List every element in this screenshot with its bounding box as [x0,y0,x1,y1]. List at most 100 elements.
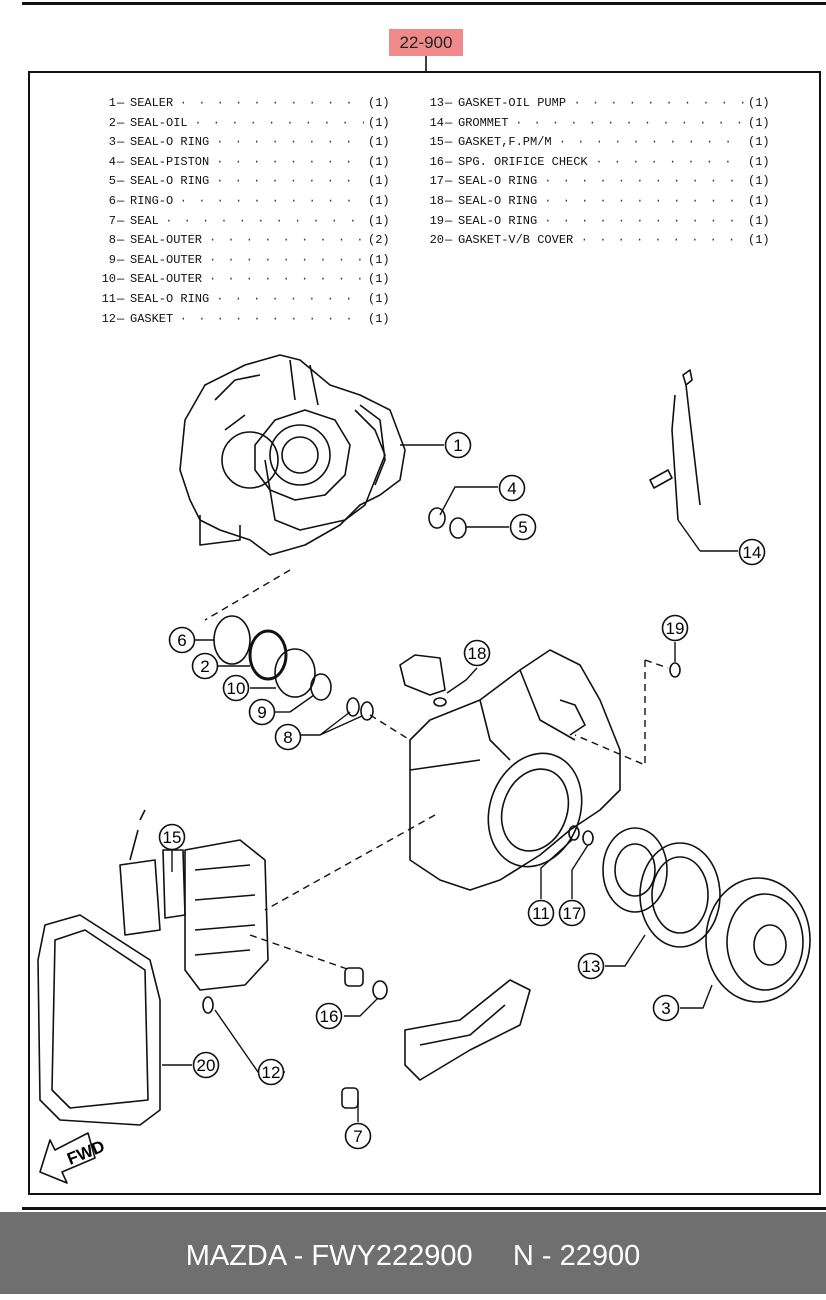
part-number: 16 [429,154,444,169]
leader-dots: · · · · · · · · · · · · · · · · · · · · … [209,233,364,248]
part-row: 10—SEAL-OUTER· · · · · · · · · · · · · ·… [90,271,395,287]
leader-dots: · · · · · · · · · · · · · · · · · · · · … [165,213,364,228]
transaxle-body-drawing [399,649,621,891]
part-number: 3 [108,135,116,150]
valve-body-drawing [119,809,269,991]
diagram-frame [28,71,821,1195]
part-name: SEAL-O RING [458,194,538,208]
part-quantity: (1) [368,194,390,208]
part-row: 20—GASKET-V/B COVER· · · · · · · · · · ·… [418,232,773,248]
seal-outer-9 [310,673,332,701]
part-quantity: (2) [368,233,390,248]
part-name: RING-O [130,194,174,208]
leader-dots: · · · · · · · · · · · · · · · · · · · · … [515,115,744,130]
part-quantity: (1) [748,154,770,169]
top-rule [22,2,826,5]
part-name: SEAL-PISTON [130,154,210,169]
leader-dots: · · · · · · · · · · · · · · · · · · · · … [209,272,364,287]
part-dash: — [117,311,125,326]
callout-number: 2 [200,657,209,676]
callout-number: 4 [507,479,516,498]
part-dash: — [445,154,453,169]
callout-number: 9 [257,703,266,722]
part-row: 8—SEAL-OUTER· · · · · · · · · · · · · · … [90,232,395,248]
part-dash: — [117,194,125,208]
part-name: SPG. ORIFICE CHECK [458,154,588,169]
footer-brand: MAZDA [185,1240,286,1272]
seal-7 [341,1087,359,1109]
callout-number: 20 [197,1056,216,1075]
part-number: 15 [429,135,444,150]
callout-number: 10 [227,679,246,698]
seal-outer-8a [346,697,360,717]
part-row: 3—SEAL-O RING· · · · · · · · · · · · · ·… [90,134,395,150]
fwd-arrow-icon [39,1132,96,1184]
part-number: 17 [429,174,444,189]
part-number: 12 [101,311,116,326]
seal-o-ring-11 [568,825,580,841]
leader-dots: · · · · · · · · · · · · · · · · · · · · … [544,194,744,208]
part-quantity: (1) [748,135,770,150]
part-quantity: (1) [748,233,770,248]
part-dash: — [445,194,453,208]
part-dash: — [117,272,125,287]
leader-dots: · · · · · · · · · · · · · · · · · · · · … [216,174,364,189]
callout-number: 12 [262,1063,281,1082]
diagram-code-badge: 22-900 [389,29,463,56]
part-dash: — [445,135,453,150]
callout-number: 15 [163,828,182,847]
seal-o-ring-17 [582,830,594,846]
callout-19: 19 [661,614,689,642]
leader-dots: · · · · · · · · · · · · · · · · · · · · … [179,311,364,326]
seal-outer-8b [360,701,374,721]
part-row: 11—SEAL-O RING· · · · · · · · · · · · · … [90,291,395,307]
parts-list-left: 1—SEALER· · · · · · · · · · · · · · · · … [90,95,395,335]
seal-piston-4 [428,507,446,529]
callout-number: 5 [518,518,527,537]
part-name: GASKET,F.PM/M [458,135,552,150]
part-quantity: (1) [368,154,390,169]
leader-dots: · · · · · · · · · · · · · · · · · · · · … [573,96,745,110]
part-dash: — [117,292,125,306]
part-dash: — [445,213,453,228]
footer-ref: N - 22900 [512,1240,641,1272]
callout-3: 3 [652,994,680,1022]
part-row: 2—SEAL-OIL· · · · · · · · · · · · · · · … [90,115,395,131]
callout-2: 2 [191,652,219,680]
part-row: 9—SEAL-OUTER· · · · · · · · · · · · · · … [90,252,395,268]
part-dash: — [117,174,125,189]
callout-number: 8 [283,728,292,747]
part-quantity: (1) [368,174,390,189]
dipstick-drawing [649,369,701,521]
part-quantity: (1) [748,174,770,189]
part-quantity: (1) [368,311,390,326]
part-dash: — [117,154,125,169]
part-dash: — [117,135,125,150]
part-number: 2 [108,115,116,130]
part-name: GASKET-V/B COVER [458,233,574,248]
part-number: 1 [108,96,116,110]
seal-o-ring-18 [433,697,447,707]
callout-14: 14 [738,538,766,566]
part-number: 6 [108,194,116,208]
part-name: GASKET [130,311,174,326]
part-dash: — [117,96,125,110]
part-number: 11 [101,292,116,306]
part-row: 18— SEAL-O RING · · · · · · · · · · · · · … [418,193,773,209]
callout-leader-lines [162,444,738,1122]
callout-16: 16 [315,1002,343,1030]
callout-9: 9 [248,698,276,726]
footer-text: MAZDA - FWY222900 N - 22900 [185,1240,641,1272]
part-number: 18 [429,194,444,208]
leader-dots: · · · · · · · · · · · · · · · · · · · · … [216,292,364,306]
part-name: SEAL-OUTER [130,233,203,248]
callout-12: 12 [257,1058,285,1086]
part-dash: — [445,115,453,130]
callout-number: 3 [661,999,670,1018]
callout-10: 10 [222,674,250,702]
leader-dots: · · · · · · · · · · · · · · · · · · · · … [558,135,744,150]
parts-list-right: 13—GASKET-OIL PUMP· · · · · · · · · · · … [418,95,773,255]
callout-20: 20 [192,1051,220,1079]
leader-dots: · · · · · · · · · · · · · · · · · · · · … [179,96,364,110]
